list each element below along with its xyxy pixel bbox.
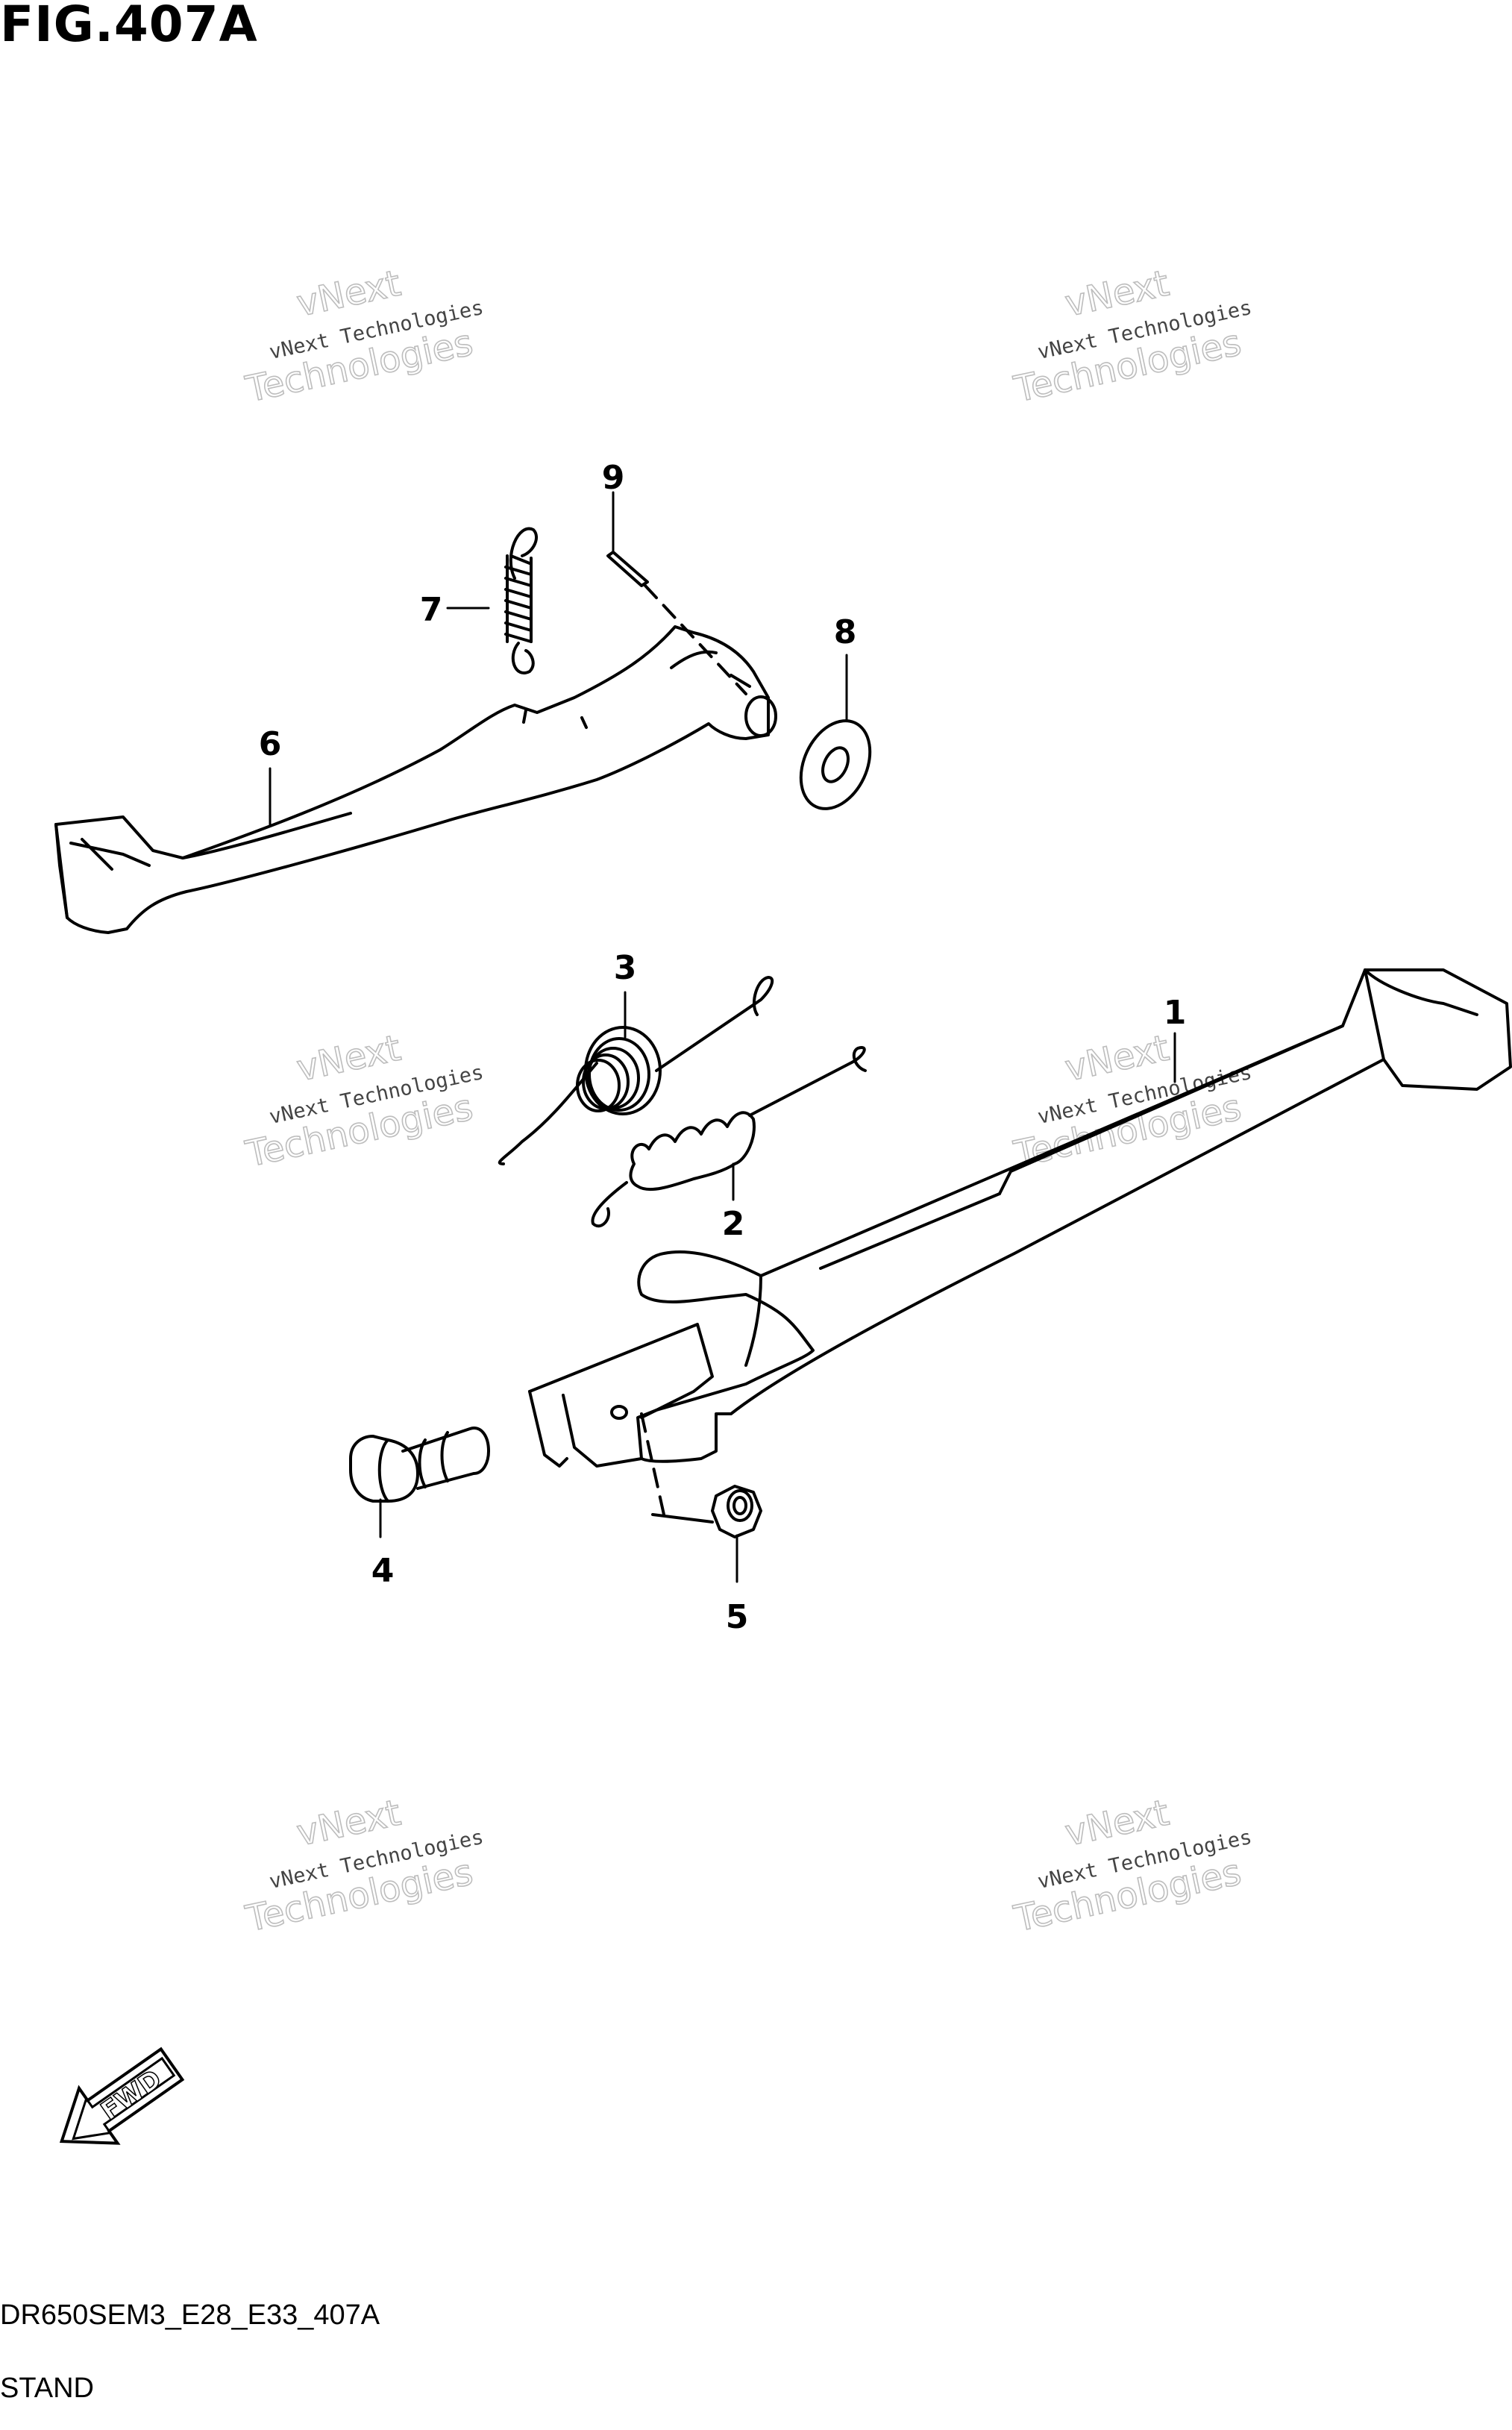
watermark-middle-right: vNext vNext Technologies Technologies: [1010, 1027, 1254, 1176]
part-3-spring: [498, 976, 774, 1165]
fwd-direction-arrow: FWD: [59, 2047, 185, 2145]
part-9-pin: [606, 551, 747, 695]
callout-8: 8: [834, 613, 857, 651]
callout-2: 2: [722, 1205, 745, 1243]
part-4-bolt: [349, 1427, 490, 1503]
part-5-nut: [711, 1485, 762, 1538]
part-8-washer: [799, 719, 872, 810]
figure-name: STAND: [0, 2373, 94, 2404]
callout-4: 4: [371, 1552, 395, 1590]
watermark-middle-left: vNext vNext Technologies Technologies: [242, 1027, 486, 1176]
part-1-side-stand: [528, 968, 1512, 1524]
callout-labels: 1 2 3 4 5 6 7 8 9: [259, 459, 1187, 1636]
part-2-spring: [591, 1046, 867, 1228]
figure-code: DR650SEM3_E28_E33_407A: [0, 2299, 380, 2331]
callout-6: 6: [259, 725, 282, 763]
callout-7: 7: [420, 591, 443, 629]
part-7-spring: [504, 527, 538, 674]
watermark-top-left: vNext vNext Technologies Technologies: [242, 262, 486, 411]
figure-title: FIG.407A: [0, 0, 258, 53]
callout-5: 5: [726, 1598, 749, 1636]
watermark-bottom-right: vNext vNext Technologies Technologies: [1010, 1791, 1254, 1941]
part-6-stand-arm: [54, 625, 777, 934]
watermark-top-right: vNext vNext Technologies Technologies: [1010, 262, 1254, 411]
callout-9: 9: [602, 459, 625, 497]
leader-lines: [269, 491, 1176, 1583]
watermark-bottom-left: vNext vNext Technologies Technologies: [242, 1791, 486, 1941]
callout-3: 3: [614, 949, 637, 987]
callout-1: 1: [1164, 994, 1187, 1032]
